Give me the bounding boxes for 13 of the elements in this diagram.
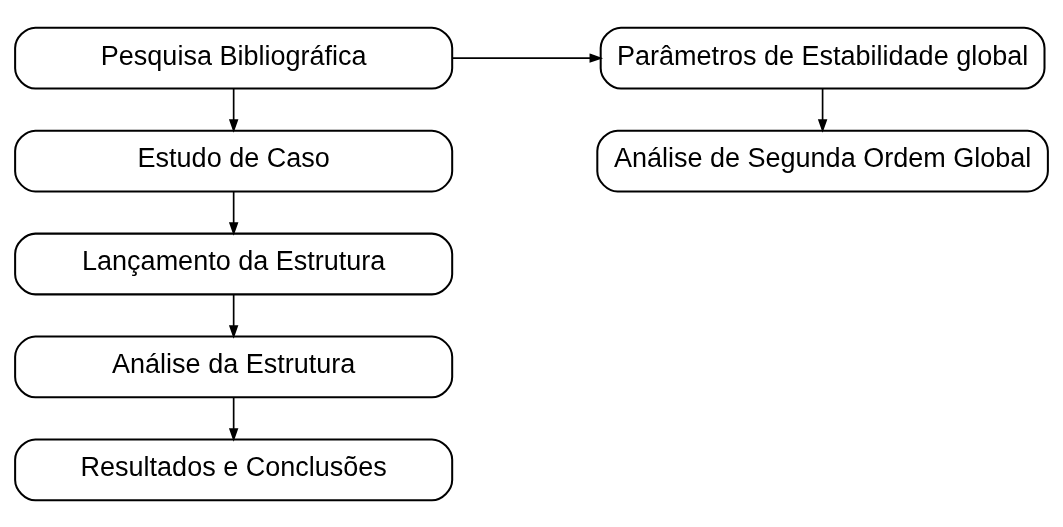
arrow bbox=[228, 190, 239, 236]
node-box: Lançamento da Estrutura bbox=[14, 232, 454, 295]
arrow bbox=[817, 87, 828, 133]
node-box: Resultados e Conclusões bbox=[14, 438, 454, 501]
node-box: Pesquisa Bibliográfica bbox=[14, 26, 454, 89]
arrow bbox=[228, 396, 239, 442]
node-box: Estudo de Caso bbox=[14, 129, 454, 192]
arrow bbox=[228, 293, 239, 339]
arrow bbox=[228, 87, 239, 133]
node-box: Análise de Segunda Ordem Global bbox=[596, 129, 1049, 192]
node-box: Parâmetros de Estabilidade global bbox=[599, 26, 1046, 89]
node-box: Análise da Estrutura bbox=[14, 335, 454, 398]
arrow bbox=[451, 52, 604, 63]
